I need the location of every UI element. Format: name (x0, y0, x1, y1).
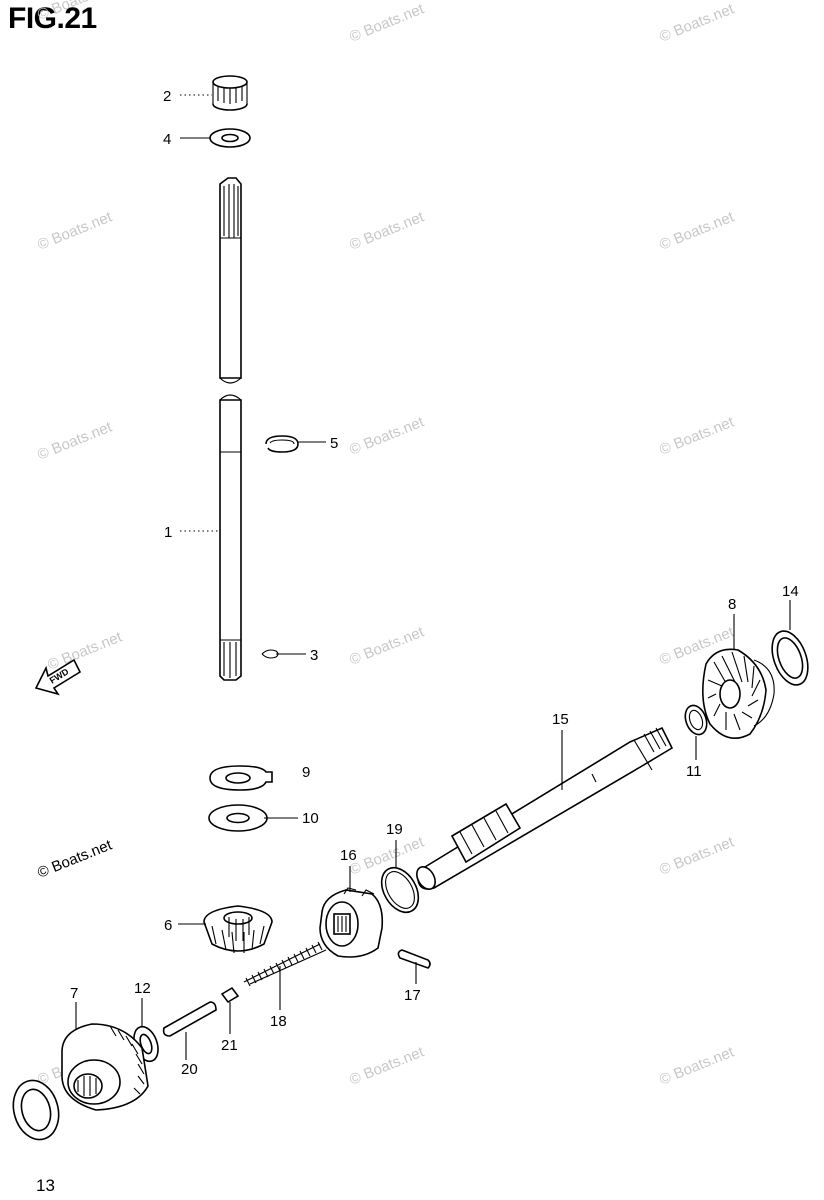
watermark-dark: © Boats.net (35, 836, 115, 882)
callout-4: 4 (163, 131, 171, 148)
callout-19: 19 (386, 821, 403, 838)
part-10-thrust-washer (208, 804, 268, 832)
figure-title: FIG.21 (8, 2, 97, 35)
callout-5: 5 (330, 435, 338, 452)
part-7-reverse-gear (61, 1023, 149, 1111)
part-3-clip (261, 649, 279, 659)
watermark: © Boats.net (657, 413, 737, 459)
watermark: © Boats.net (35, 0, 115, 24)
page-number: 13 (36, 1176, 55, 1195)
watermark: © Boats.net (347, 623, 427, 669)
callout-6: 6 (164, 917, 172, 934)
watermark: © Boats.net (347, 413, 427, 459)
callout-18: 18 (270, 1013, 287, 1030)
part-19-ring (380, 866, 420, 914)
part-13-washer (12, 1079, 60, 1141)
part-6-bevel-gear (203, 905, 273, 954)
watermark: © Boats.net (35, 418, 115, 464)
part-20-push-rod (162, 1001, 217, 1037)
part-5-circlip (265, 435, 299, 453)
part-14-thrust-washer (771, 630, 809, 686)
watermark: © Boats.net (657, 208, 737, 254)
callout-8: 8 (728, 596, 736, 613)
part-1-drive-shaft (219, 177, 242, 681)
watermark: © Boats.net (657, 1043, 737, 1089)
leader-lines (75, 94, 791, 1060)
callout-17: 17 (404, 987, 421, 1004)
part-18-spring (243, 941, 327, 987)
callout-20: 20 (181, 1061, 198, 1078)
part-2-pinion-gear (212, 75, 248, 111)
callout-1: 1 (164, 524, 172, 541)
part-8-forward-gear (702, 648, 775, 740)
part-15-propeller-shaft (416, 726, 674, 890)
callout-2: 2 (163, 88, 171, 105)
part-11-ring (684, 704, 708, 736)
callout-16: 16 (340, 847, 357, 864)
part-4-washer (209, 128, 251, 148)
watermarks: © Boats.net © Boats.net © Boats.net © Bo… (35, 0, 737, 1089)
callout-14: 14 (782, 583, 799, 600)
callout-numbers: 2 4 5 1 3 9 10 6 7 12 20 21 18 17 16 19 … (70, 88, 799, 1078)
watermark: © Boats.net (347, 1043, 427, 1089)
part-9-shim (209, 765, 273, 791)
callout-11: 11 (686, 763, 702, 780)
watermark: © Boats.net (45, 628, 125, 674)
callout-7: 7 (70, 985, 78, 1002)
callout-3: 3 (310, 647, 318, 664)
part-17-cross-pin (397, 949, 431, 969)
watermark: © Boats.net (657, 833, 737, 879)
watermark: © Boats.net (35, 208, 115, 254)
watermark: © Boats.net (347, 0, 427, 46)
part-16-clutch-dog (319, 887, 384, 958)
callout-15: 15 (552, 711, 569, 728)
callout-9: 9 (302, 764, 310, 781)
callout-12: 12 (134, 980, 151, 997)
watermark: © Boats.net (657, 0, 737, 46)
watermark: © Boats.net (347, 208, 427, 254)
callout-21: 21 (221, 1037, 238, 1054)
part-21-plunger (220, 986, 240, 1004)
callout-10: 10 (302, 810, 319, 827)
